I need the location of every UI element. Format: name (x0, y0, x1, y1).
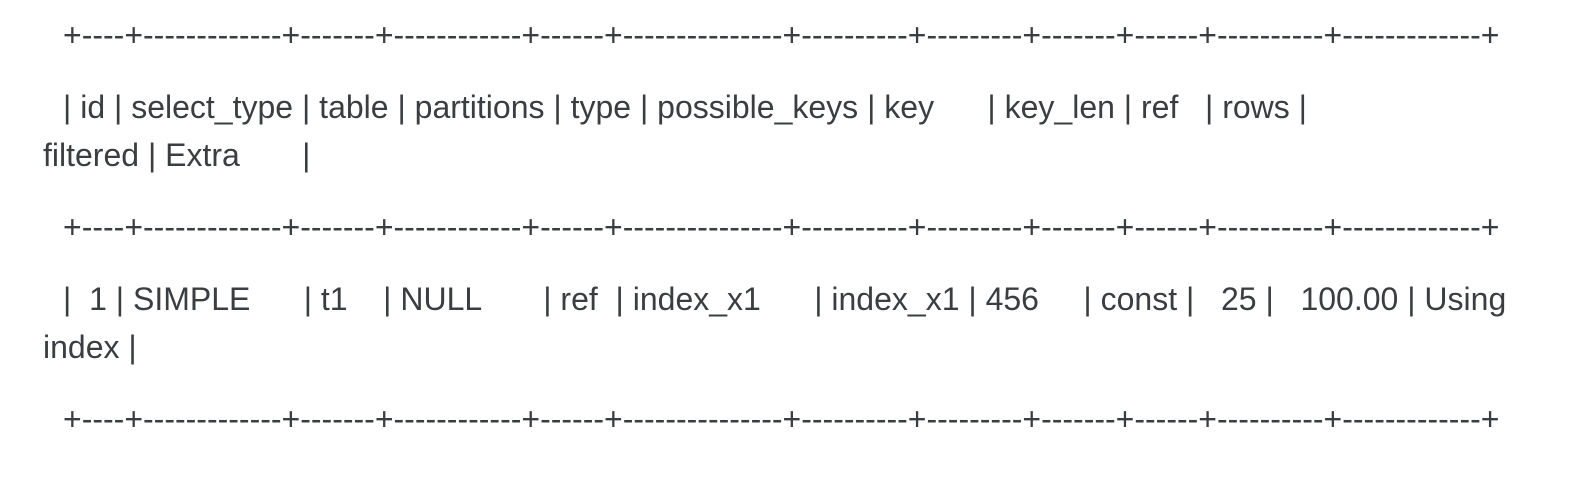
ascii-border-line-bottom: +----+-------------+-------+------------… (63, 401, 1500, 437)
explain-header-line: | id | select_type | table | partitions … (43, 89, 1307, 173)
ascii-border-line-middle: +----+-------------+-------+------------… (63, 209, 1500, 245)
mysql-explain-output-block: +----+-------------+-------+------------… (43, 11, 1561, 443)
explain-data-row-line: | 1 | SIMPLE | t1 | NULL | ref | index_x… (43, 281, 1507, 365)
ascii-border-line-top: +----+-------------+-------+------------… (63, 17, 1500, 53)
